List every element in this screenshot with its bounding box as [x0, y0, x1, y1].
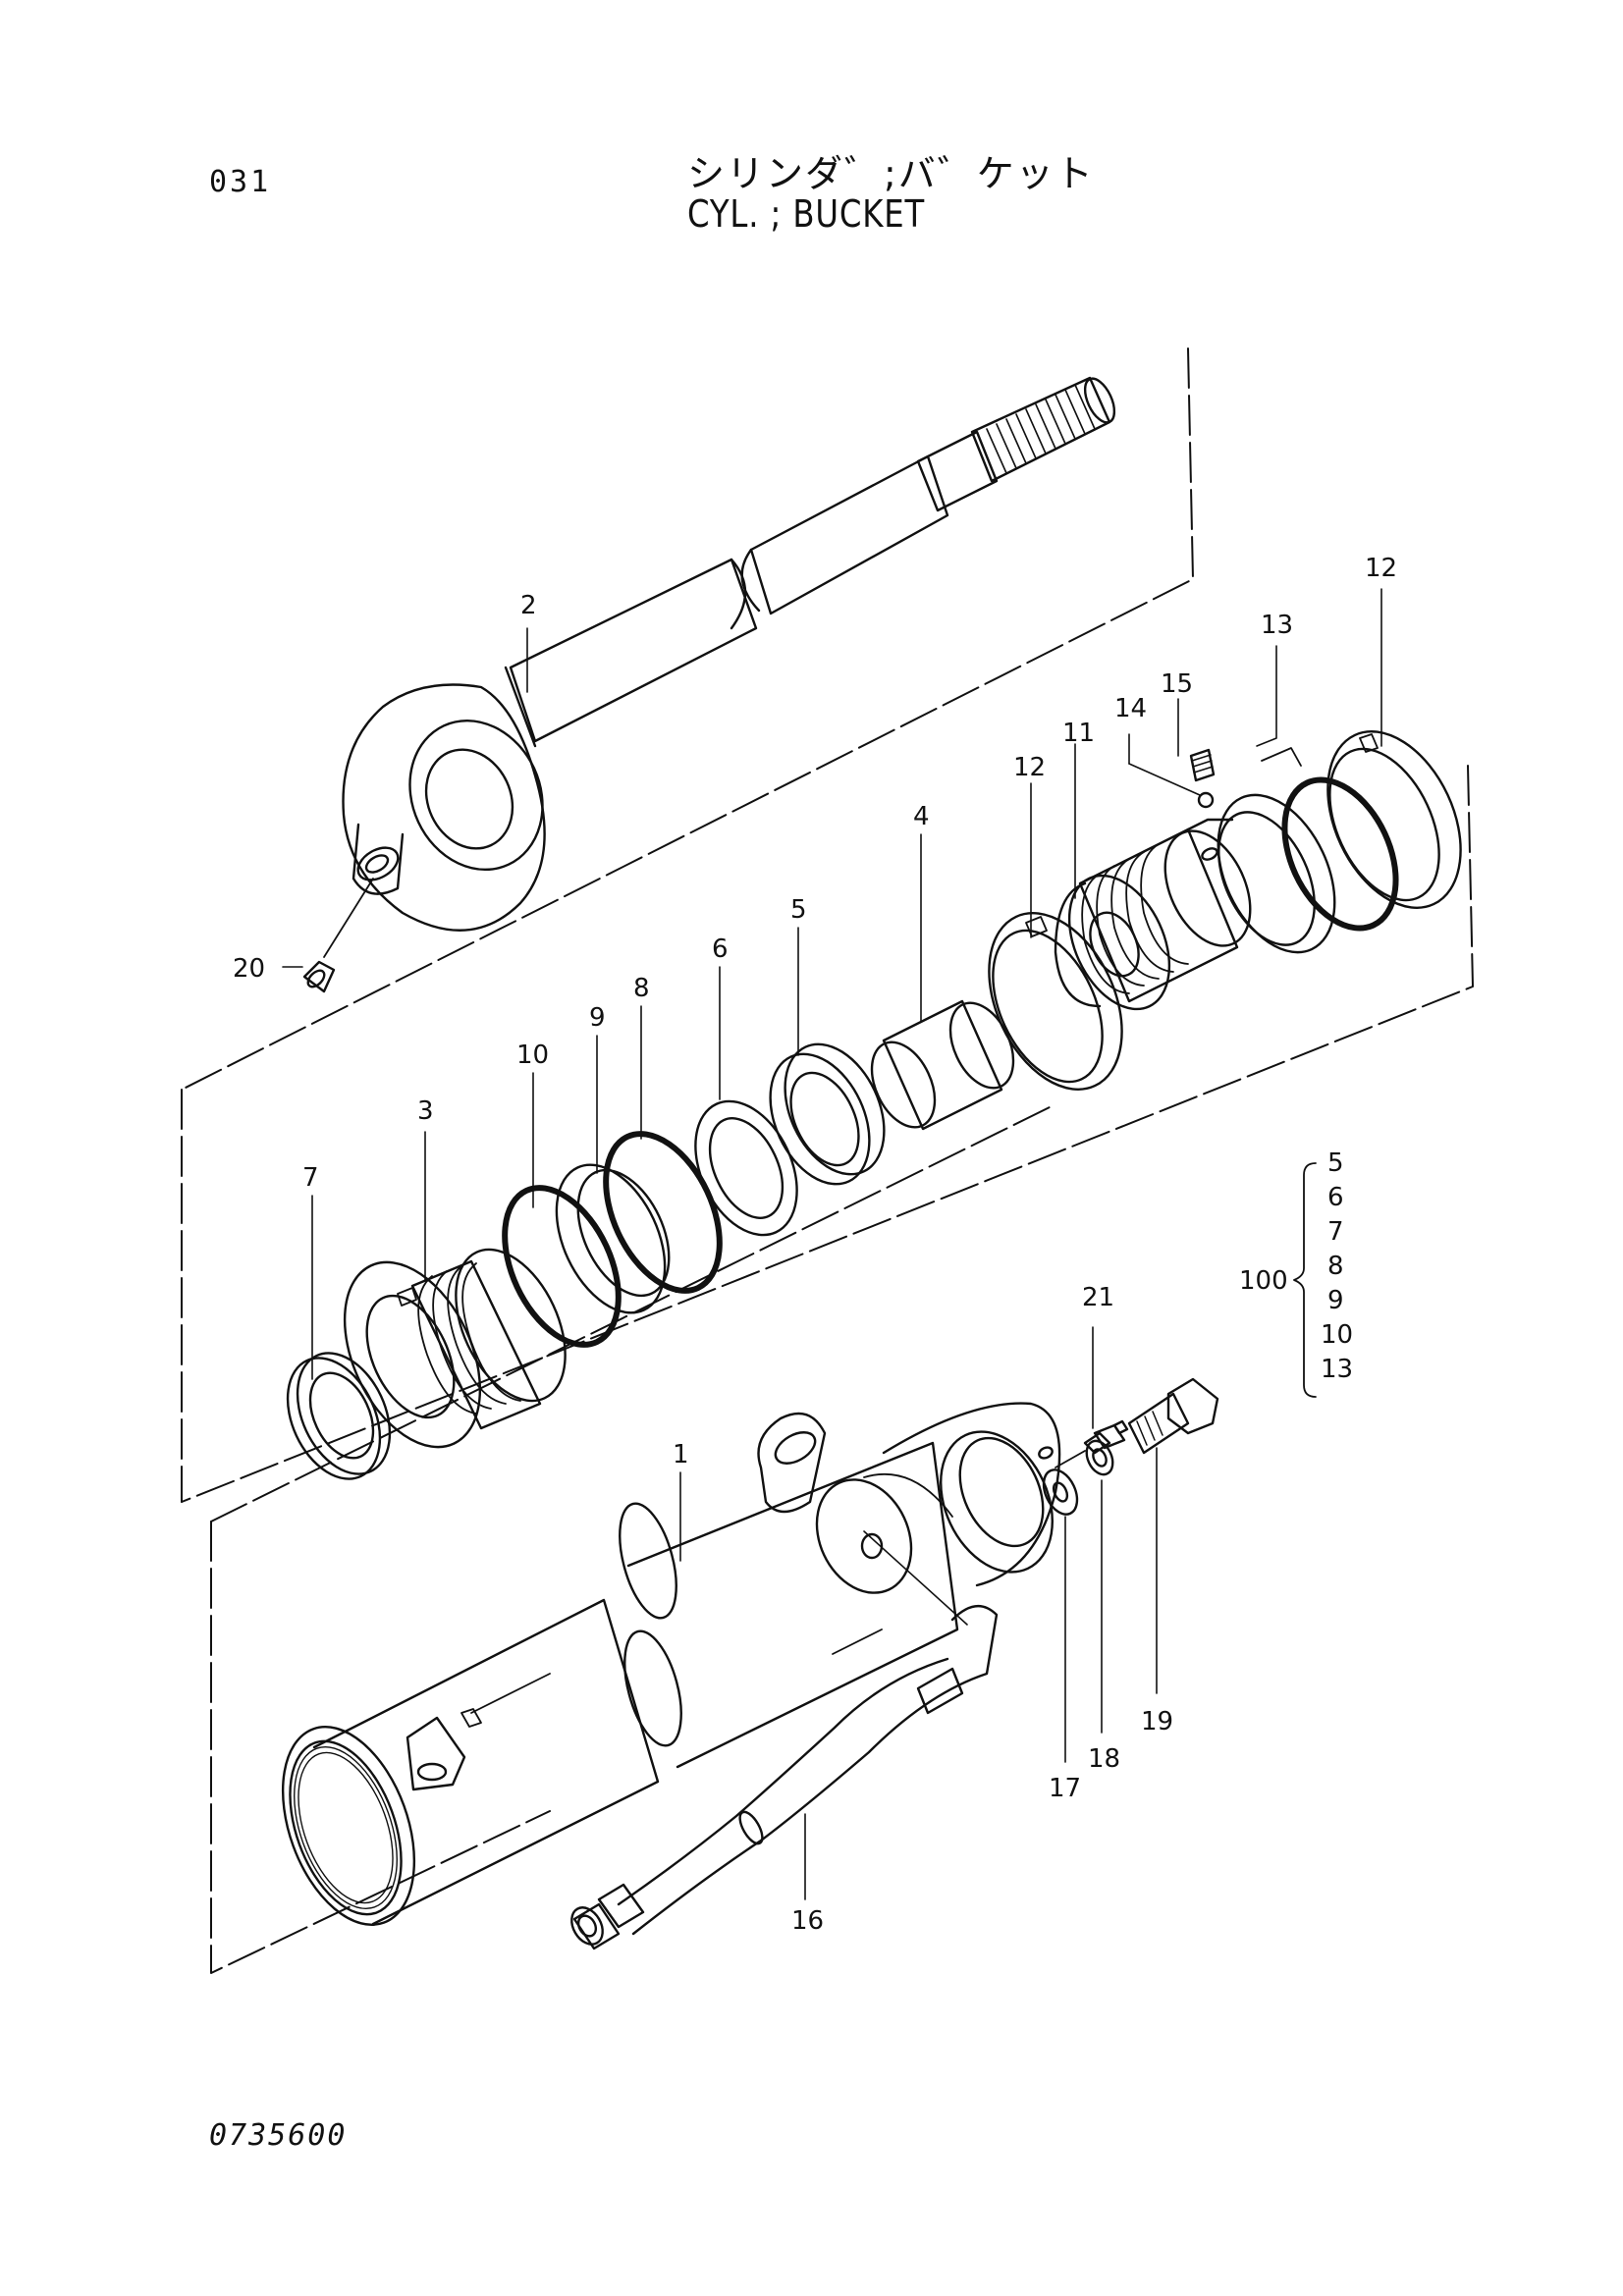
callout-8: 8: [633, 974, 650, 1003]
grease-nipple-20: [302, 878, 374, 993]
backup-ring-9: [555, 1163, 671, 1314]
callout-3: 3: [417, 1096, 434, 1126]
callout-19: 19: [1141, 1707, 1173, 1736]
page-number: 031: [209, 165, 272, 199]
o-ring-8: [603, 1131, 723, 1294]
steel-ball-14: [1197, 791, 1215, 809]
callout-17: 17: [1049, 1774, 1081, 1803]
callout-16: 16: [791, 1906, 824, 1936]
title-english: CYL. ; BUCKET: [687, 192, 926, 236]
callout-20: 20: [233, 954, 265, 984]
rod-seal-5: [769, 1042, 886, 1186]
grease-nipple-21: [1055, 1419, 1129, 1468]
title-japanese: シリンダ゛;バ゛ケット: [687, 152, 1095, 195]
wear-ring-12-left: [988, 912, 1123, 1091]
assembly-guide-lines: [181, 347, 1474, 1974]
callout-4: 4: [913, 802, 930, 831]
wear-ring-12-right: [1326, 730, 1462, 909]
callout-2: 2: [520, 591, 537, 620]
seal-ring-13: [1217, 747, 1399, 954]
callout-12-left: 12: [1013, 753, 1046, 782]
kit-item: 7: [1327, 1217, 1344, 1247]
kit-100-group: 100 5 6 7 8 9 10 13: [1239, 1148, 1353, 1398]
kit-item: 9: [1327, 1286, 1344, 1315]
washer-17: [1042, 1468, 1079, 1516]
callout-6: 6: [712, 934, 729, 964]
callout-11: 11: [1062, 719, 1095, 748]
o-ring-10: [502, 1185, 622, 1348]
drawing-number: 0735600: [209, 2118, 348, 2153]
kit-item: 13: [1321, 1355, 1353, 1384]
callout-21: 21: [1082, 1283, 1114, 1312]
callout-7: 7: [302, 1163, 319, 1193]
set-screw-15: [1189, 748, 1216, 782]
cylinder-tube-1: [281, 1402, 1061, 1926]
callout-5: 5: [790, 895, 807, 925]
pipe-16: [570, 1530, 999, 1950]
callout-18: 18: [1088, 1744, 1120, 1774]
washer-18: [1085, 1439, 1114, 1476]
dust-seal-7: [286, 1352, 392, 1480]
callout-9: 9: [589, 1003, 606, 1033]
callout-12-right: 12: [1365, 554, 1397, 583]
leader-lines: [282, 588, 1382, 1900]
kit-item: 6: [1327, 1183, 1344, 1212]
kit-item: 8: [1327, 1252, 1344, 1281]
kit-number: 100: [1239, 1266, 1288, 1296]
kit-item: 10: [1321, 1320, 1353, 1350]
callout-labels: 2 3 7 10 9 8 6 5 4 12 11 14 15 13 12 20 …: [233, 554, 1397, 1936]
kit-item: 5: [1327, 1148, 1344, 1178]
callout-14: 14: [1114, 694, 1147, 723]
callout-15: 15: [1161, 669, 1193, 699]
callout-10: 10: [516, 1041, 549, 1070]
callout-1: 1: [673, 1440, 689, 1469]
piston-rod: [342, 376, 1116, 932]
piston-11: [1054, 818, 1252, 1011]
bolt-19: [1127, 1377, 1219, 1455]
cylinder-head-3: [343, 1248, 567, 1449]
callout-13: 13: [1261, 611, 1293, 640]
